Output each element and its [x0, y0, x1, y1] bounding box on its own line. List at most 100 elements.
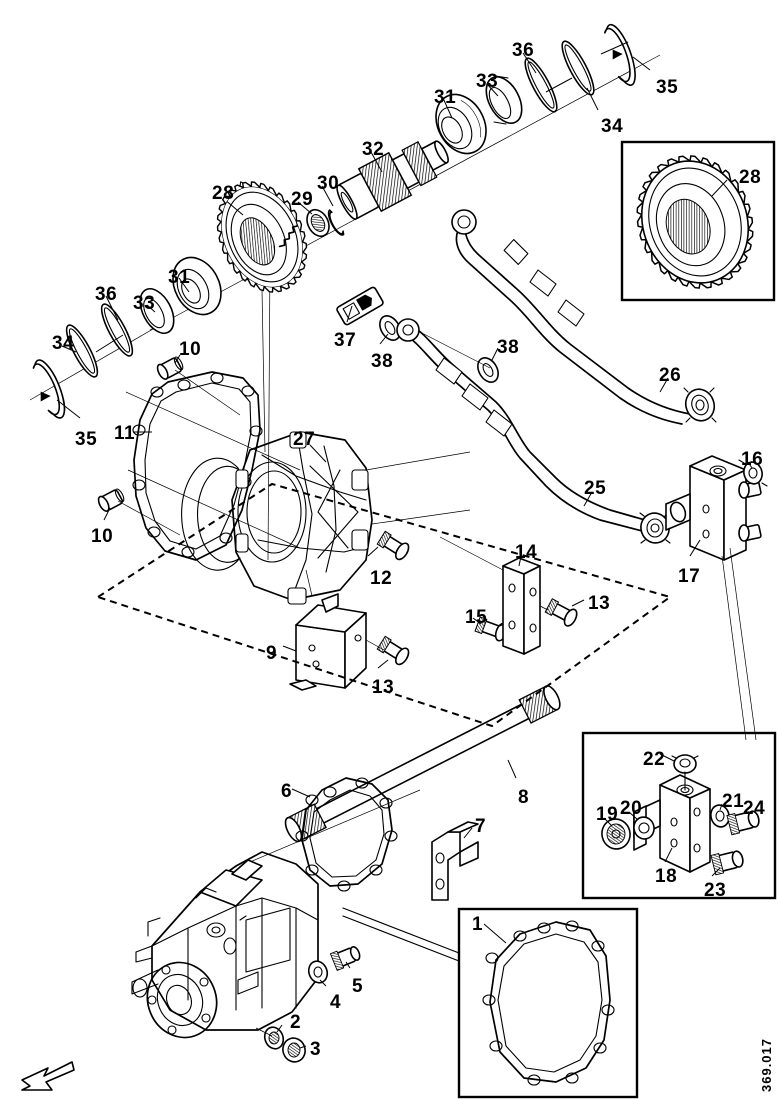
callout-34-bearing-right: 34: [601, 116, 624, 137]
cap-22: [671, 754, 699, 791]
callout-38-link: 38: [497, 337, 520, 358]
fitting-3: [282, 1037, 307, 1063]
fitting-19: [601, 818, 631, 850]
gasket-detail-inset: [342, 907, 639, 1099]
callout-26-tube: 26: [659, 365, 682, 386]
bearing-stack-right: [435, 23, 651, 155]
plug-10-lower: [97, 488, 181, 536]
bolt-12: [367, 530, 410, 561]
bolt-13-right: [511, 591, 585, 627]
ring-36-left: [100, 303, 134, 357]
callout-20-inset-valve: 20: [620, 798, 643, 819]
callout-18-inset-valve: 18: [655, 866, 678, 887]
gasket-11: [125, 371, 301, 561]
callout-1-inset-gasket: 1: [472, 914, 484, 935]
valve-fitting-lower: [738, 524, 762, 542]
callout-36-bearing-right: 36: [512, 40, 535, 61]
callout-29-shaft: 29: [291, 189, 314, 210]
callout-38-link: 38: [371, 351, 394, 372]
callout-34-bearing-left: 34: [52, 333, 75, 354]
callout-31-bearing-left: 31: [168, 267, 191, 288]
snapring-30: [321, 185, 345, 236]
callout-33-bearing-left: 33: [133, 293, 156, 314]
callout-32-shaft: 32: [362, 139, 385, 160]
callout-22-inset-valve: 22: [643, 749, 666, 770]
washer-38-left: [379, 315, 401, 345]
bracket-9: [282, 569, 385, 691]
tube-26: [451, 209, 717, 425]
callout-9-bracket: 9: [266, 643, 278, 664]
forward-direction-arrow: [21, 1061, 75, 1091]
callout-25-tube: 25: [584, 478, 607, 499]
gear-teeth-ring: [216, 181, 308, 293]
callout-36-bearing-left: 36: [95, 284, 118, 305]
mount-plate-14: [439, 536, 541, 655]
callout-14-mount-plate: 14: [515, 542, 538, 563]
pump-body: [131, 851, 319, 1039]
sheet-code: 369.017: [759, 1038, 774, 1092]
callout-15-mount-plate: 15: [465, 607, 488, 628]
fitting-24: [726, 810, 760, 836]
gear-28-main: [220, 181, 304, 453]
ring-34-left: [65, 324, 99, 378]
pump-output-flange: [146, 961, 218, 1039]
callout-16-valve-block: 16: [741, 449, 764, 470]
gear-detail-inset: [620, 140, 776, 302]
callout-10-gasket-plugs: 10: [91, 526, 114, 547]
housing-27: [181, 431, 471, 605]
callout-31-bearing-right: 31: [434, 87, 457, 108]
plug-10-upper: [156, 354, 241, 416]
link-37: [336, 286, 384, 326]
washer-20: [633, 816, 655, 840]
callout-35-bearing-right: 35: [656, 77, 679, 98]
callout-8-driveshaft: 8: [518, 787, 530, 808]
callout-10-gasket-plugs: 10: [179, 339, 202, 360]
mainshaft-32: [336, 140, 449, 220]
bearing-31-left: [172, 256, 222, 316]
callout-4-pump: 4: [330, 992, 342, 1013]
callout-5-pump: 5: [352, 976, 364, 997]
driveshaft-8: [284, 685, 561, 843]
callout-30-shaft: 30: [317, 173, 340, 194]
callout-12-housing: 12: [370, 568, 393, 589]
callout-27-housing: 27: [293, 429, 316, 450]
washer-29: [297, 201, 330, 238]
valve-block-17: [665, 455, 768, 741]
callout-37-link: 37: [334, 330, 357, 351]
callout-28-inset-gear: 28: [739, 167, 762, 188]
snap-ring-35-left: [32, 359, 66, 419]
spacer-33-right: [485, 75, 523, 125]
gear-teeth-ring: [636, 155, 754, 289]
fitting-23: [710, 850, 744, 876]
dashed-outline-frame: [95, 482, 673, 728]
ring-36-right: [524, 57, 558, 113]
callout-35-bearing-left: 35: [75, 429, 98, 450]
bolt-13-left: [376, 635, 410, 669]
callout-23-inset-valve: 23: [704, 880, 727, 901]
callout-2-pump: 2: [290, 1012, 302, 1033]
callout-24-inset-valve: 24: [743, 798, 766, 819]
fitting-4: [307, 960, 329, 987]
washer-21: [710, 804, 730, 828]
callout-21-inset-valve: 21: [722, 791, 745, 812]
callout-33-bearing-right: 33: [476, 71, 499, 92]
fitting-5: [329, 946, 361, 972]
stub-bracket-7: [431, 821, 479, 901]
callout-13-fasteners: 13: [588, 593, 611, 614]
snap-ring-35-right: [604, 23, 636, 86]
washer-38-right: [477, 347, 499, 383]
callout-19-inset-valve: 19: [596, 804, 619, 825]
valve-fitting-upper: [738, 481, 762, 499]
nut-16: [738, 459, 768, 487]
fitting-2: [255, 1024, 285, 1050]
bearing-stack-left: [32, 256, 222, 419]
flange-gasket-6: [249, 777, 421, 892]
ring-34-right: [561, 40, 595, 96]
callout-28-gear: 28: [212, 183, 235, 204]
callout-17-valve-block: 17: [678, 566, 701, 587]
spacer-33-left: [139, 288, 175, 334]
valve-detail-inset: [581, 731, 777, 900]
callout-11-gasket-plugs: 11: [114, 423, 136, 444]
